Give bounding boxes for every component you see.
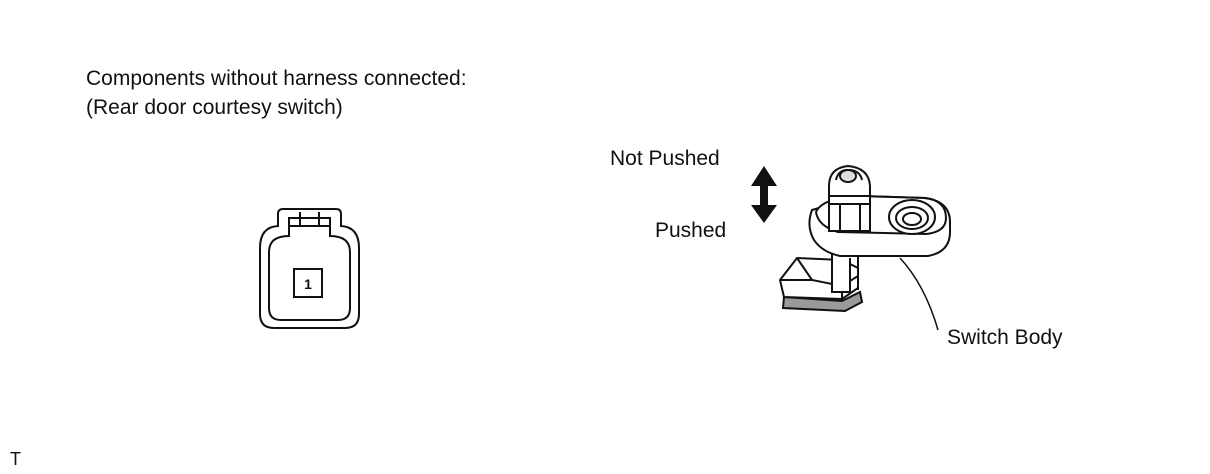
connector-outer-housing <box>259 208 360 329</box>
switch-body-leader-line <box>899 257 939 331</box>
heading-line-1: Components without harness connected: <box>86 67 467 90</box>
connector-front-view <box>259 208 360 329</box>
connector-pin-box <box>293 268 323 298</box>
switch-body-label: Switch Body <box>947 326 1063 349</box>
switch-mount-hole-core <box>902 212 922 226</box>
heading-line-2: (Rear door courtesy switch) <box>86 96 343 119</box>
switch-plunger-tip <box>839 169 857 183</box>
not-pushed-label: Not Pushed <box>610 147 720 170</box>
courtesy-switch-illustration <box>778 164 951 331</box>
switch-foot-shadow <box>781 290 864 313</box>
illustration-code: T <box>10 449 21 469</box>
connector-pin-number: 1 <box>304 276 312 292</box>
switch-stem <box>831 252 851 293</box>
connector-inner-outline <box>268 217 351 321</box>
up-down-arrow-icon <box>751 166 777 223</box>
pushed-label: Pushed <box>655 219 727 242</box>
